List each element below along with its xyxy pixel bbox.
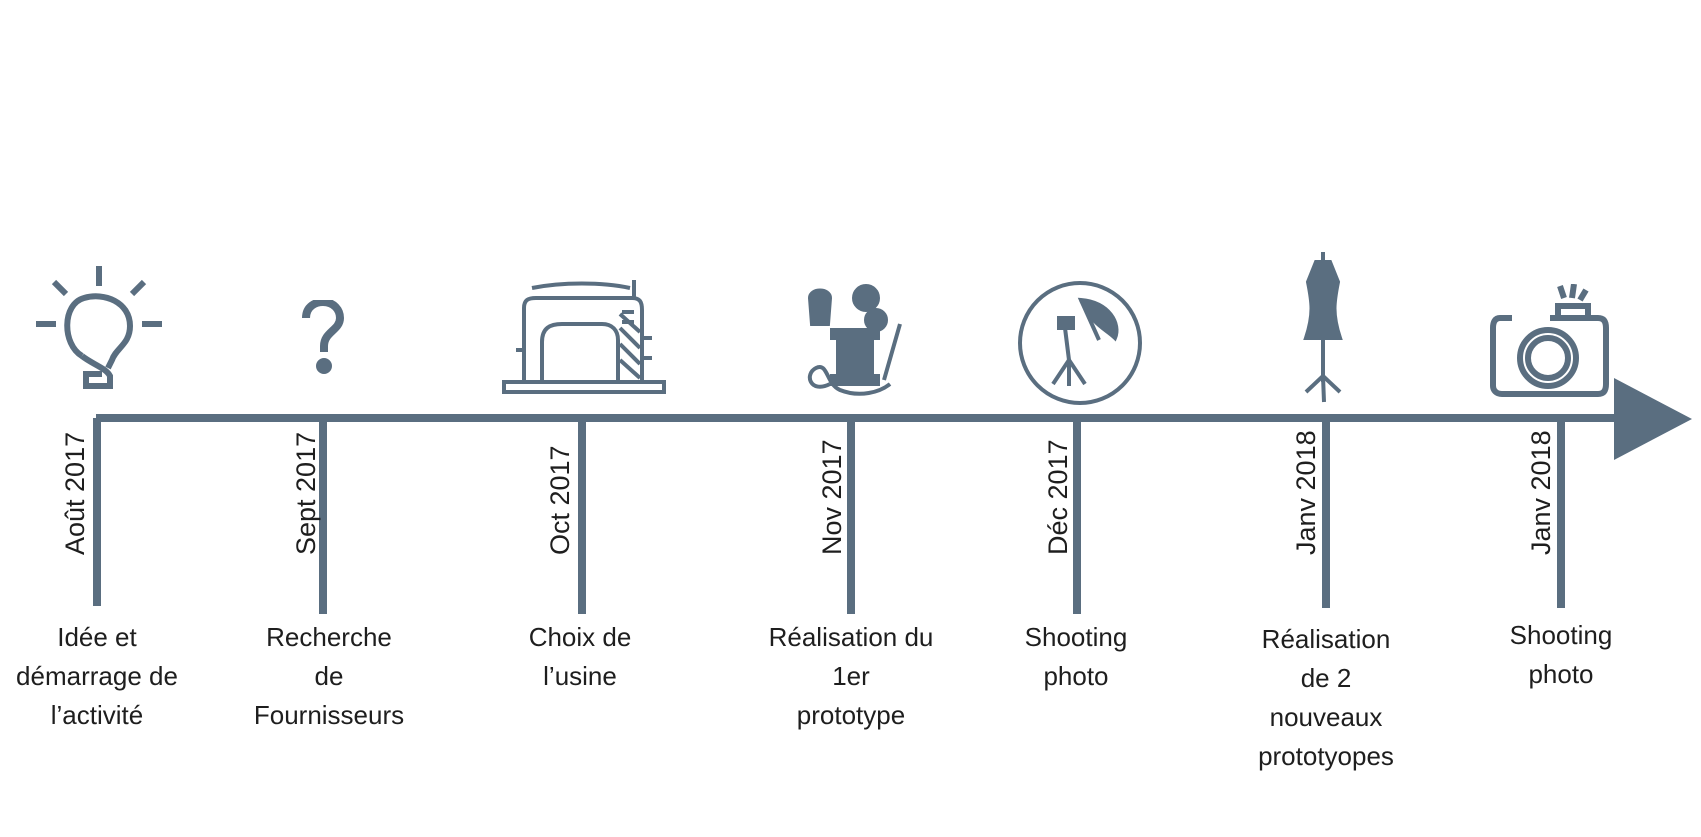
milestone-tick [847,418,855,614]
milestone-date: Janv 2018 [1526,430,1556,555]
milestone-label: Réalisation de 2 nouveaux prototyopes [1258,624,1394,771]
milestone-tick [578,418,586,614]
milestone-date: Oct 2017 [545,445,575,555]
timeline-arrow-head [1614,378,1692,460]
milestone-label: Shooting photo [1509,620,1613,689]
sewing-supplies-icon [800,284,910,400]
timeline-axis [96,414,1621,422]
milestone-tick [1557,418,1565,608]
sewing-machine-icon [502,278,666,394]
milestone-date: Nov 2017 [817,439,847,555]
milestone-label: Choix de l’usine [528,622,632,691]
milestone-date: Août 2017 [60,431,90,555]
milestone-label: Idée et démarrage de l’activité [16,622,178,730]
milestone-label: Shooting photo [1024,622,1128,691]
milestone-date: Janv 2018 [1291,430,1321,555]
milestone-tick [1073,418,1081,614]
milestone-tick [93,418,101,606]
photo-studio-icon [1017,280,1143,406]
milestone-date: Déc 2017 [1043,439,1073,555]
milestone-label: Recherche de Fournisseurs [253,622,405,730]
question-mark-icon [300,300,346,374]
milestone-date: Sept 2017 [291,431,321,555]
dress-form-icon [1298,252,1348,404]
milestone-label: Réalisation du 1er prototype [768,622,934,730]
milestone-tick [1322,418,1330,608]
lightbulb-icon [34,264,164,398]
camera-icon [1490,284,1610,398]
milestone-tick [319,418,327,614]
